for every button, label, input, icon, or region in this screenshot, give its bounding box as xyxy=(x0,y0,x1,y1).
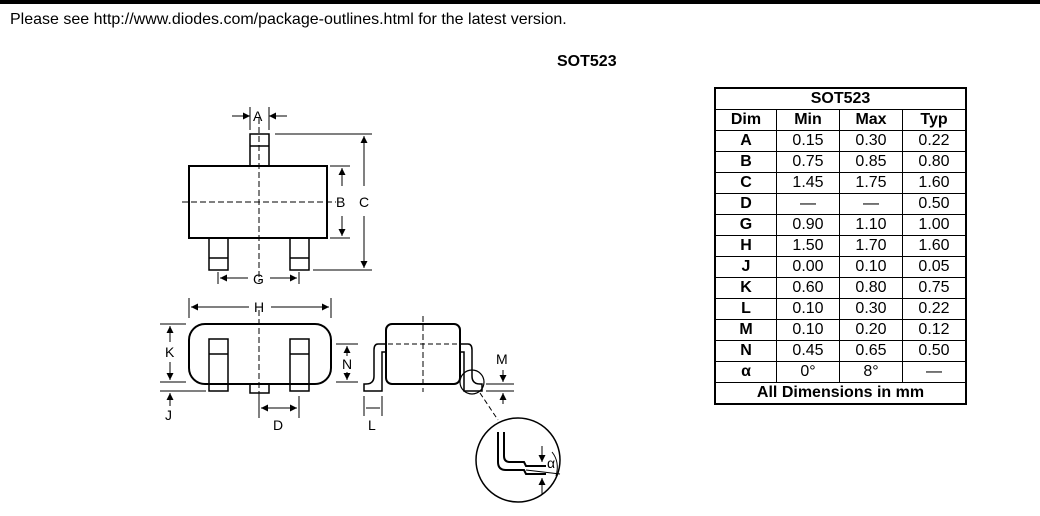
cell-dim: J xyxy=(714,256,777,278)
cell-dim: K xyxy=(714,277,777,299)
dim-label-C: C xyxy=(359,194,369,210)
cell-typ: 0.75 xyxy=(902,277,967,299)
cell-dim: N xyxy=(714,340,777,362)
cell-min: 0.10 xyxy=(776,298,840,320)
cell-typ: — xyxy=(902,361,967,383)
package-title: SOT523 xyxy=(557,53,617,70)
cell-max: 8° xyxy=(839,361,903,383)
package-outline-note: Please see http://www.diodes.com/package… xyxy=(10,11,567,28)
cell-typ: 0.05 xyxy=(902,256,967,278)
table-footer: All Dimensions in mm xyxy=(714,382,967,405)
cell-typ: 0.50 xyxy=(902,193,967,215)
cell-max: — xyxy=(839,193,903,215)
cell-typ: 0.50 xyxy=(902,340,967,362)
cell-dim: C xyxy=(714,172,777,194)
cell-min: 1.50 xyxy=(776,235,840,257)
dim-label-J: J xyxy=(165,407,172,423)
dim-label-B: B xyxy=(336,194,345,210)
dim-label-N: N xyxy=(342,356,352,372)
table-header-row: Dim Min Max Typ xyxy=(714,109,967,131)
cell-min: 0.10 xyxy=(776,319,840,341)
table-title-row: SOT523 xyxy=(714,87,967,110)
cell-dim: H xyxy=(714,235,777,257)
dim-label-G: G xyxy=(253,271,264,287)
cell-typ: 0.22 xyxy=(902,298,967,320)
top-view xyxy=(182,107,372,284)
cell-typ: 1.60 xyxy=(902,235,967,257)
cell-dim: α xyxy=(714,361,777,383)
cell-max: 0.85 xyxy=(839,151,903,173)
cell-dim: M xyxy=(714,319,777,341)
cell-max: 0.80 xyxy=(839,277,903,299)
dim-label-K: K xyxy=(165,344,175,360)
dim-label-A: A xyxy=(253,108,263,124)
cell-dim: G xyxy=(714,214,777,236)
col-header-max: Max xyxy=(839,109,903,131)
cell-max: 0.10 xyxy=(839,256,903,278)
cell-min: 0.60 xyxy=(776,277,840,299)
cell-dim: L xyxy=(714,298,777,320)
cell-min: 0.15 xyxy=(776,130,840,152)
cell-max: 1.10 xyxy=(839,214,903,236)
cell-min: — xyxy=(776,193,840,215)
cell-min: 0.00 xyxy=(776,256,840,278)
cell-dim: A xyxy=(714,130,777,152)
table-footer-row: All Dimensions in mm xyxy=(714,382,967,405)
cell-typ: 1.60 xyxy=(902,172,967,194)
col-header-min: Min xyxy=(776,109,840,131)
detail-view xyxy=(475,417,561,503)
side-view xyxy=(336,316,514,421)
cell-typ: 0.80 xyxy=(902,151,967,173)
cell-min: 0.75 xyxy=(776,151,840,173)
cell-max: 0.30 xyxy=(839,298,903,320)
cell-min: 0.90 xyxy=(776,214,840,236)
cell-max: 0.30 xyxy=(839,130,903,152)
col-header-typ: Typ xyxy=(902,109,967,131)
col-header-dim: Dim xyxy=(714,109,777,131)
table-title: SOT523 xyxy=(714,87,967,110)
cell-dim: B xyxy=(714,151,777,173)
cell-typ: 1.00 xyxy=(902,214,967,236)
table-row: D——0.50 xyxy=(714,193,967,215)
cell-max: 0.65 xyxy=(839,340,903,362)
dim-label-L: L xyxy=(368,417,376,433)
top-rule xyxy=(0,0,1040,4)
cell-min: 1.45 xyxy=(776,172,840,194)
dim-label-alpha: α xyxy=(547,455,555,471)
cell-dim: D xyxy=(714,193,777,215)
cell-min: 0.45 xyxy=(776,340,840,362)
cell-typ: 0.12 xyxy=(902,319,967,341)
front-view xyxy=(160,298,332,418)
package-outline-drawing: A B C G H K J D N L M α xyxy=(160,107,561,503)
cell-max: 1.75 xyxy=(839,172,903,194)
cell-typ: 0.22 xyxy=(902,130,967,152)
cell-min: 0° xyxy=(776,361,840,383)
cell-max: 0.20 xyxy=(839,319,903,341)
dim-label-M: M xyxy=(496,351,508,367)
cell-max: 1.70 xyxy=(839,235,903,257)
dim-label-D: D xyxy=(273,417,283,433)
dim-label-H: H xyxy=(254,299,264,315)
